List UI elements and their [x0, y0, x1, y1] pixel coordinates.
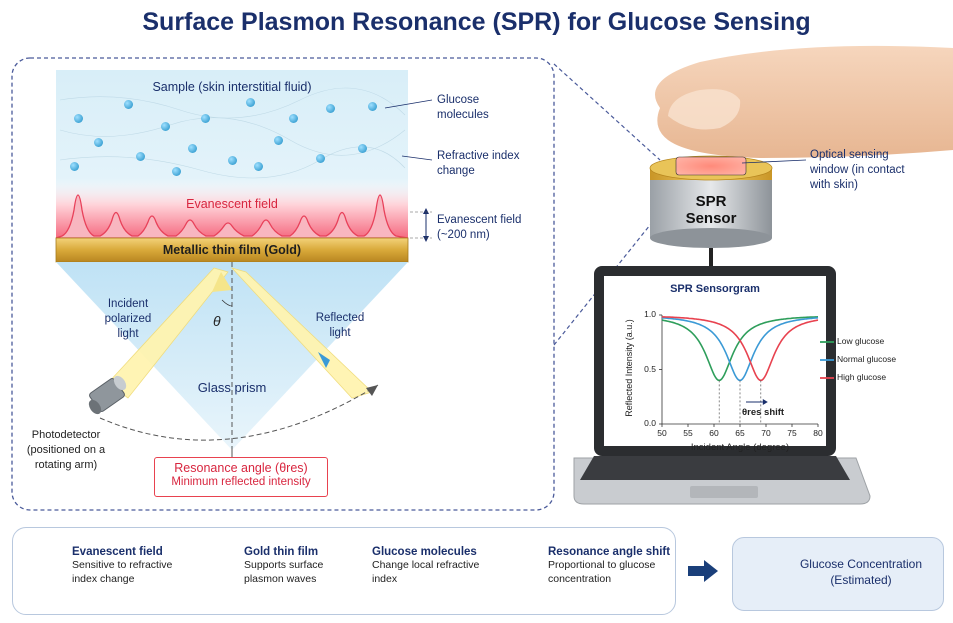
theta-symbol: θ [213, 313, 221, 329]
glass-prism-label: Glass prism [197, 380, 267, 395]
chart-xlabel: Incident Angle (degree) [690, 442, 790, 453]
legend-box [12, 527, 676, 615]
shift-annotation: θres shift [742, 407, 785, 418]
shift-arrow-head [762, 399, 768, 405]
glass-prism [56, 262, 408, 450]
legend-title: Gold thin film [244, 546, 319, 558]
glucose-molecules-label: Glucose molecules [437, 94, 489, 121]
spr-sensor-label: SPR Sensor [685, 193, 737, 227]
resonance-angle-box: Resonance angle (θres) Minimum reflected… [154, 457, 328, 497]
main-panel-border [11, 57, 555, 511]
sensorgram-chart [659, 314, 834, 427]
chart-ylabel: Reflected Intensity (a.u.) [624, 319, 634, 417]
legend-desc: Sensitive to refractive [72, 559, 173, 571]
x-tick-label: 55 [683, 428, 693, 438]
page-title: Surface Plasmon Resonance (SPR) for Gluc… [142, 8, 811, 36]
legend-desc: Change local refractive [372, 559, 480, 571]
legend-desc: index change [72, 573, 135, 585]
x-tick-label: 70 [761, 428, 771, 438]
legend-desc: plasmon waves [244, 573, 317, 585]
sample-label: Sample (skin interstitial fluid) [152, 80, 312, 94]
legend-item-evanescent: Evanescent field Sensitive to refractive… [72, 546, 172, 586]
x-tick-label: 60 [709, 428, 719, 438]
resonance-angle-label: Resonance angle (θres) [174, 461, 308, 475]
x-tick-label: 50 [657, 428, 667, 438]
evanescent-depth-label: Evanescent field (~200 nm) [437, 214, 522, 241]
legend-title: Glucose molecules [372, 546, 477, 558]
refractive-index-label: Refractive index change [437, 150, 520, 177]
y-tick-label: 0.0 [644, 418, 656, 428]
legend-title: Evanescent field [72, 546, 163, 558]
x-tick-label: 75 [787, 428, 797, 438]
legend-desc: Supports surface [244, 559, 324, 571]
chart-legend-label: Low glucose [837, 336, 885, 346]
resonance-minimum-label: Minimum reflected intensity [171, 476, 311, 488]
y-tick-label: 1.0 [644, 309, 656, 319]
chart-title: SPR Sensorgram [670, 283, 760, 295]
glucose-output-box [732, 537, 944, 611]
laptop [573, 266, 871, 505]
chart-legend-label: Normal glucose [837, 354, 897, 364]
sensing-window-label: Optical sensing window (in contact with … [810, 149, 905, 191]
x-tick-label: 80 [813, 428, 823, 438]
chart-legend-label: High glucose [837, 372, 887, 382]
x-tick-label: 65 [735, 428, 745, 438]
legend-desc: index [372, 573, 398, 585]
legend-title: Resonance angle shift [548, 546, 671, 558]
photodetector-label: Photodetector (positioned on a rotating … [26, 429, 106, 471]
legend-item-gold: Gold thin film Supports surface plasmon … [244, 546, 323, 586]
glucose-output-label: Glucose Concentration (Estimated) [799, 557, 923, 587]
legend-desc: concentration [548, 573, 612, 585]
legend-item-shift: Resonance angle shift Proportional to gl… [548, 546, 670, 586]
spr-sensor [649, 155, 773, 248]
legend-item-glucose: Glucose molecules Change local refractiv… [372, 546, 479, 586]
series-line [661, 316, 819, 382]
gold-film-label: Metallic thin film (Gold) [162, 243, 302, 257]
photodetector-icon [88, 375, 127, 415]
gold-film [55, 237, 409, 263]
y-tick-label: 0.5 [644, 363, 656, 374]
evanescent-field-label: Evanescent field [186, 197, 278, 211]
reflected-light-label: Reflected light [315, 312, 365, 339]
finger [655, 45, 953, 158]
result-arrow-icon [688, 560, 718, 582]
incident-light-label: Incident polarized light [104, 298, 152, 340]
evanescent-peaks [55, 194, 409, 239]
legend-desc: Proportional to glucose [548, 559, 656, 571]
